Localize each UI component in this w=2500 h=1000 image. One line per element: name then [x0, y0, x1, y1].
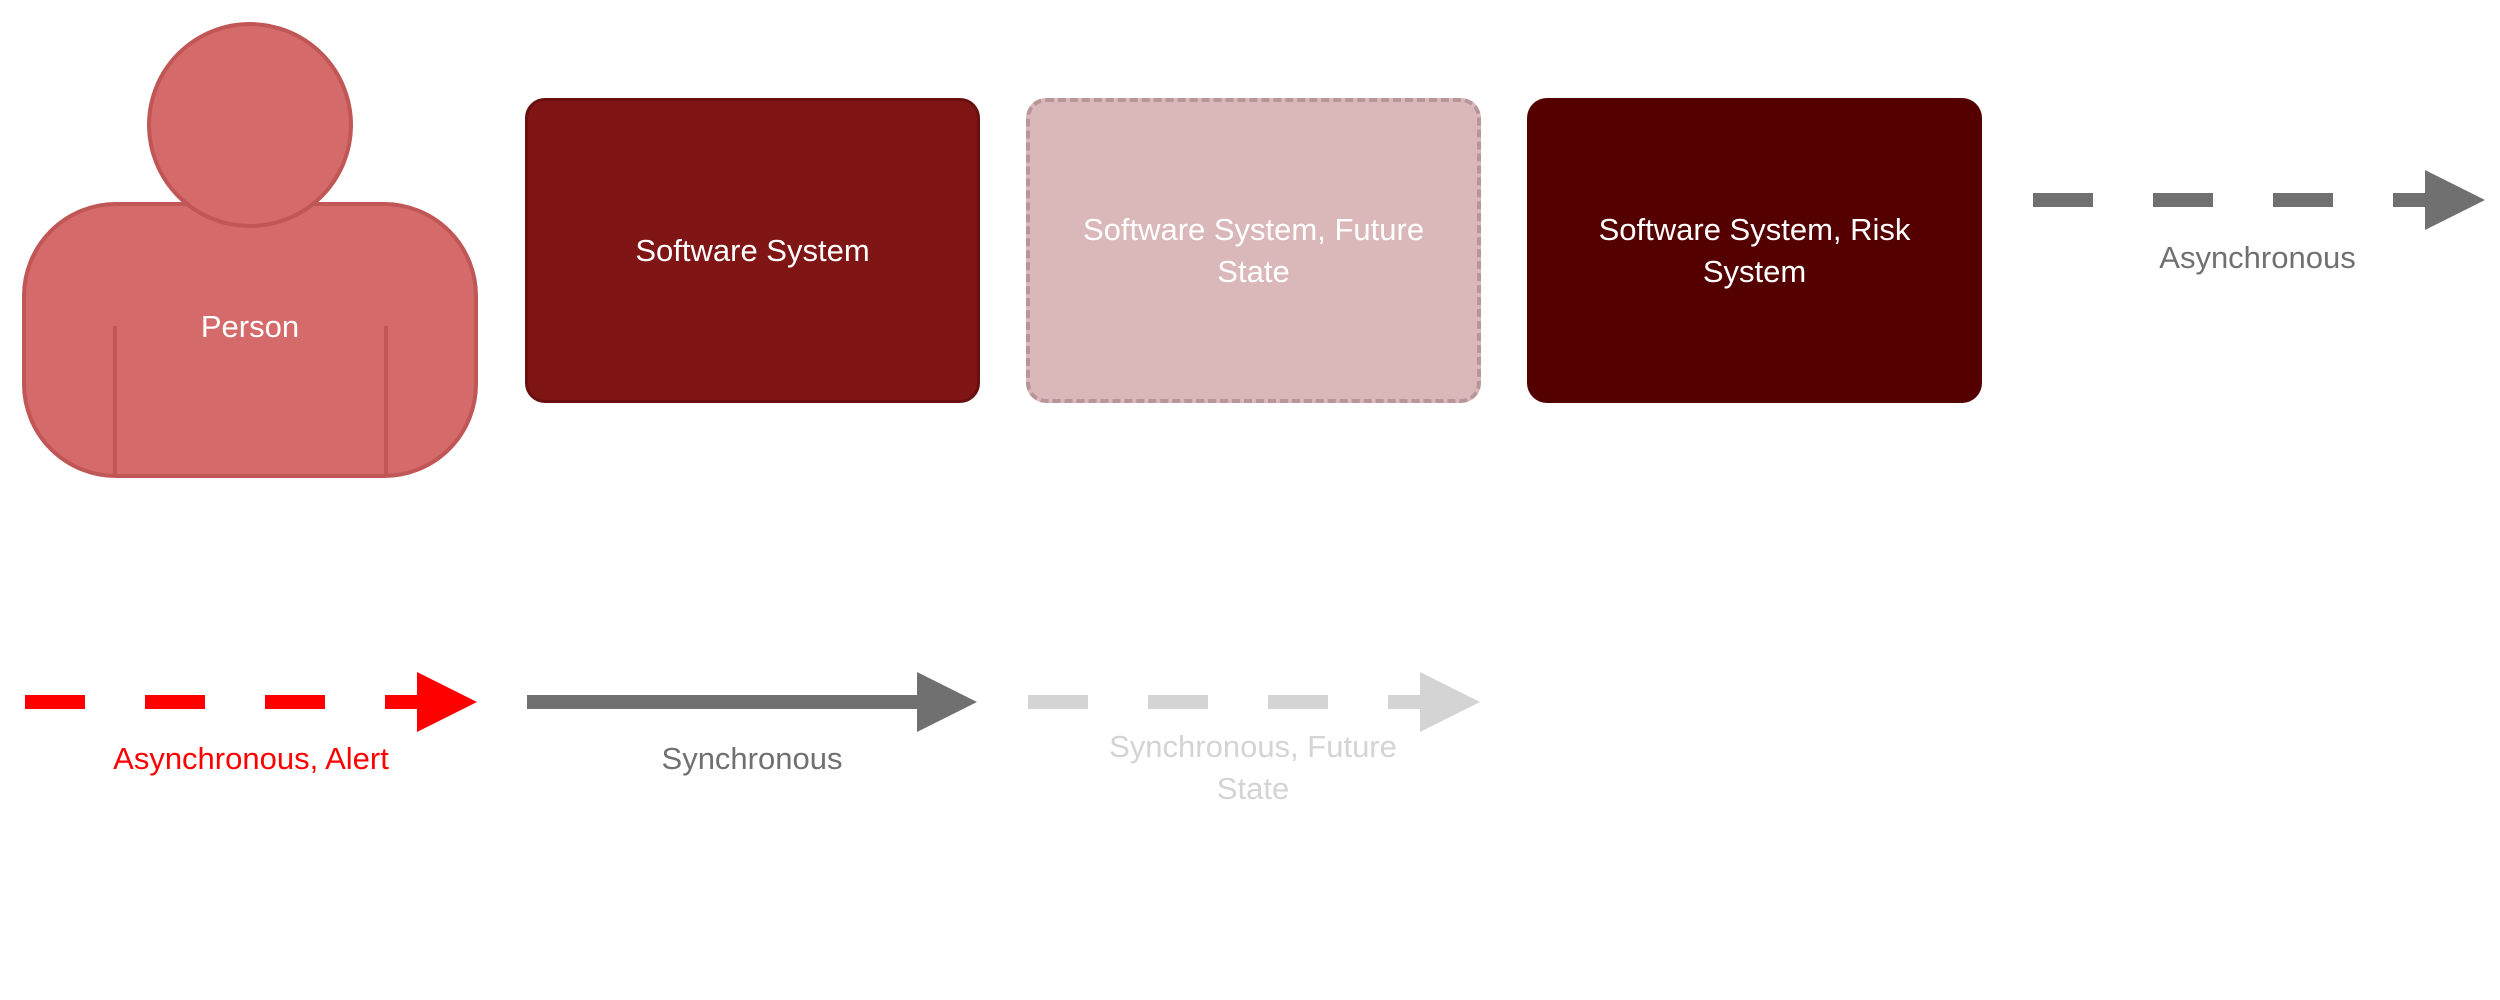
- synchronous-future-label: Synchronous, Future State: [1109, 729, 1397, 806]
- arrow-synchronous-future: [1028, 672, 1480, 732]
- asynchronous-alert-label: Asynchronous, Alert: [113, 741, 389, 776]
- person-label: Person: [200, 309, 300, 344]
- software-system-risk-label: Software System, Risk System: [1598, 211, 1911, 289]
- arrow-asynchronous-alert: [25, 672, 477, 732]
- person-element[interactable]: [22, 22, 478, 478]
- software-system-future-label: Software System, Future State: [1082, 211, 1425, 289]
- arrow-asynchronous: [2033, 170, 2485, 230]
- software-system-element[interactable]: Software System: [525, 98, 980, 403]
- software-system-risk-element[interactable]: Software System, Risk System: [1527, 98, 1982, 403]
- software-system-future-element[interactable]: Software System, Future State: [1026, 98, 1481, 403]
- arrow-synchronous: [527, 672, 977, 732]
- software-system-label: Software System: [635, 232, 870, 268]
- asynchronous-label: Asynchronous: [2159, 240, 2356, 275]
- synchronous-label: Synchronous: [661, 741, 843, 776]
- person-head: [147, 22, 353, 228]
